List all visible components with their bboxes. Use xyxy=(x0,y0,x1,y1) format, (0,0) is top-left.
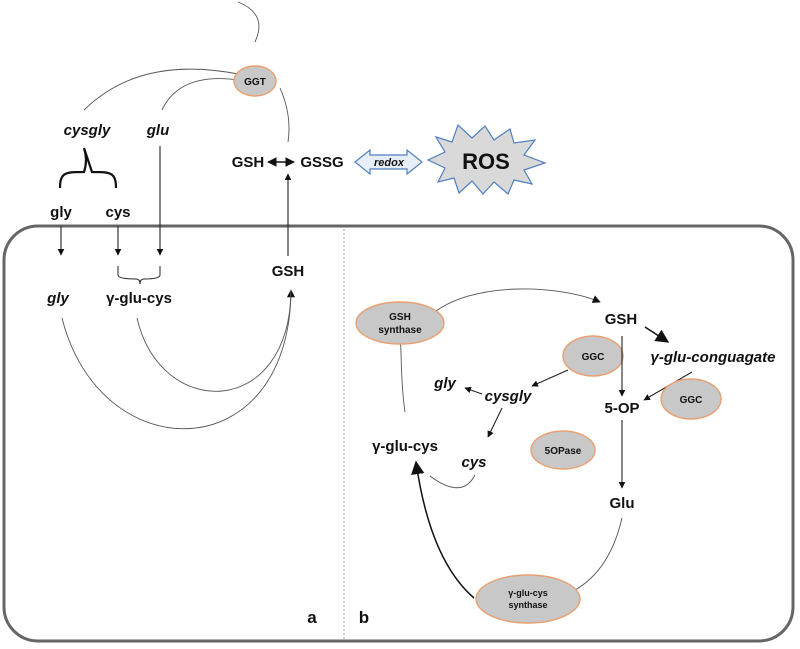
panel-a-label: a xyxy=(307,608,317,627)
cys-top-label: cys xyxy=(105,204,130,221)
ros-burst xyxy=(426,123,547,195)
cysgly-brace xyxy=(58,147,118,189)
gsh-outer-label: GSH xyxy=(232,154,265,171)
cell-membrane xyxy=(2,224,795,643)
ggt-label: GGT xyxy=(244,77,266,88)
ggt-to-gssg-arc xyxy=(279,87,290,143)
conjugate-b-label: γ-glu-conguagate xyxy=(650,349,775,366)
gglucys-a-label: γ-glu-cys xyxy=(106,290,172,307)
cys-b-label: cys xyxy=(461,454,486,471)
outer-arc xyxy=(237,1,260,43)
ggt-arc-glu xyxy=(161,78,239,111)
gglucys-to-gsh-arc xyxy=(136,289,292,392)
ggt-enzyme xyxy=(233,65,277,97)
synthase-to-gglucys-arc xyxy=(411,460,475,599)
redox-arrow xyxy=(354,148,423,176)
cysgly-b-label: cysgly xyxy=(485,388,532,405)
gsh-to-conjugate-arrow xyxy=(644,326,670,343)
cysgly-to-cys-arrow xyxy=(487,407,503,438)
gglucys-b-label: γ-glu-cys xyxy=(372,438,438,455)
gsh-b-label: GSH xyxy=(605,311,638,328)
synthase-to-gsh-arc xyxy=(429,288,601,317)
cysgly-top-label: cysgly xyxy=(64,122,111,139)
panel-b-label: b xyxy=(359,608,369,627)
gsh-synthase-enzyme xyxy=(355,301,445,345)
redox-label: redox xyxy=(374,157,405,169)
ros-label: ROS xyxy=(462,149,510,174)
ggc-1-label: GGC xyxy=(582,352,605,363)
ggt-arc-cysgly xyxy=(83,68,239,111)
gglucys-synthase-label-2: synthase xyxy=(508,600,547,610)
gglucys-synthase-enzyme xyxy=(475,574,581,624)
ggc-to-cysgly-arrow xyxy=(531,369,569,387)
gly-a-label: gly xyxy=(46,290,69,307)
gglucys-synthase-label-1: γ-glu-cys xyxy=(508,588,548,598)
cysgly-to-gly-arrow xyxy=(464,386,483,395)
cys-to-gglucys-arc xyxy=(429,474,476,489)
gssg-label: GSSG xyxy=(300,154,343,171)
gsh-synthase-label-1: GSH xyxy=(389,312,411,323)
gly-b-label: gly xyxy=(433,375,456,392)
gsh-a-label: GSH xyxy=(272,263,305,280)
gsh-synthase-label-2: synthase xyxy=(378,325,422,336)
gly-top-label: gly xyxy=(50,204,72,221)
gglucys-to-synthase-line xyxy=(399,337,406,413)
ggc-enzyme-1 xyxy=(562,335,624,377)
glu-top-label: glu xyxy=(146,122,170,139)
glu-b-label: Glu xyxy=(610,495,635,512)
opase-enzyme xyxy=(530,430,596,470)
ggc-2-label: GGC xyxy=(680,395,703,406)
op-b-label: 5-OP xyxy=(604,400,639,417)
ggc-enzyme-2 xyxy=(660,378,722,420)
glu-to-synthase-arc xyxy=(574,517,623,591)
gglucys-brace xyxy=(117,266,161,285)
gly-to-gsh-arc xyxy=(61,289,296,430)
opase-label: 5OPase xyxy=(545,446,582,457)
